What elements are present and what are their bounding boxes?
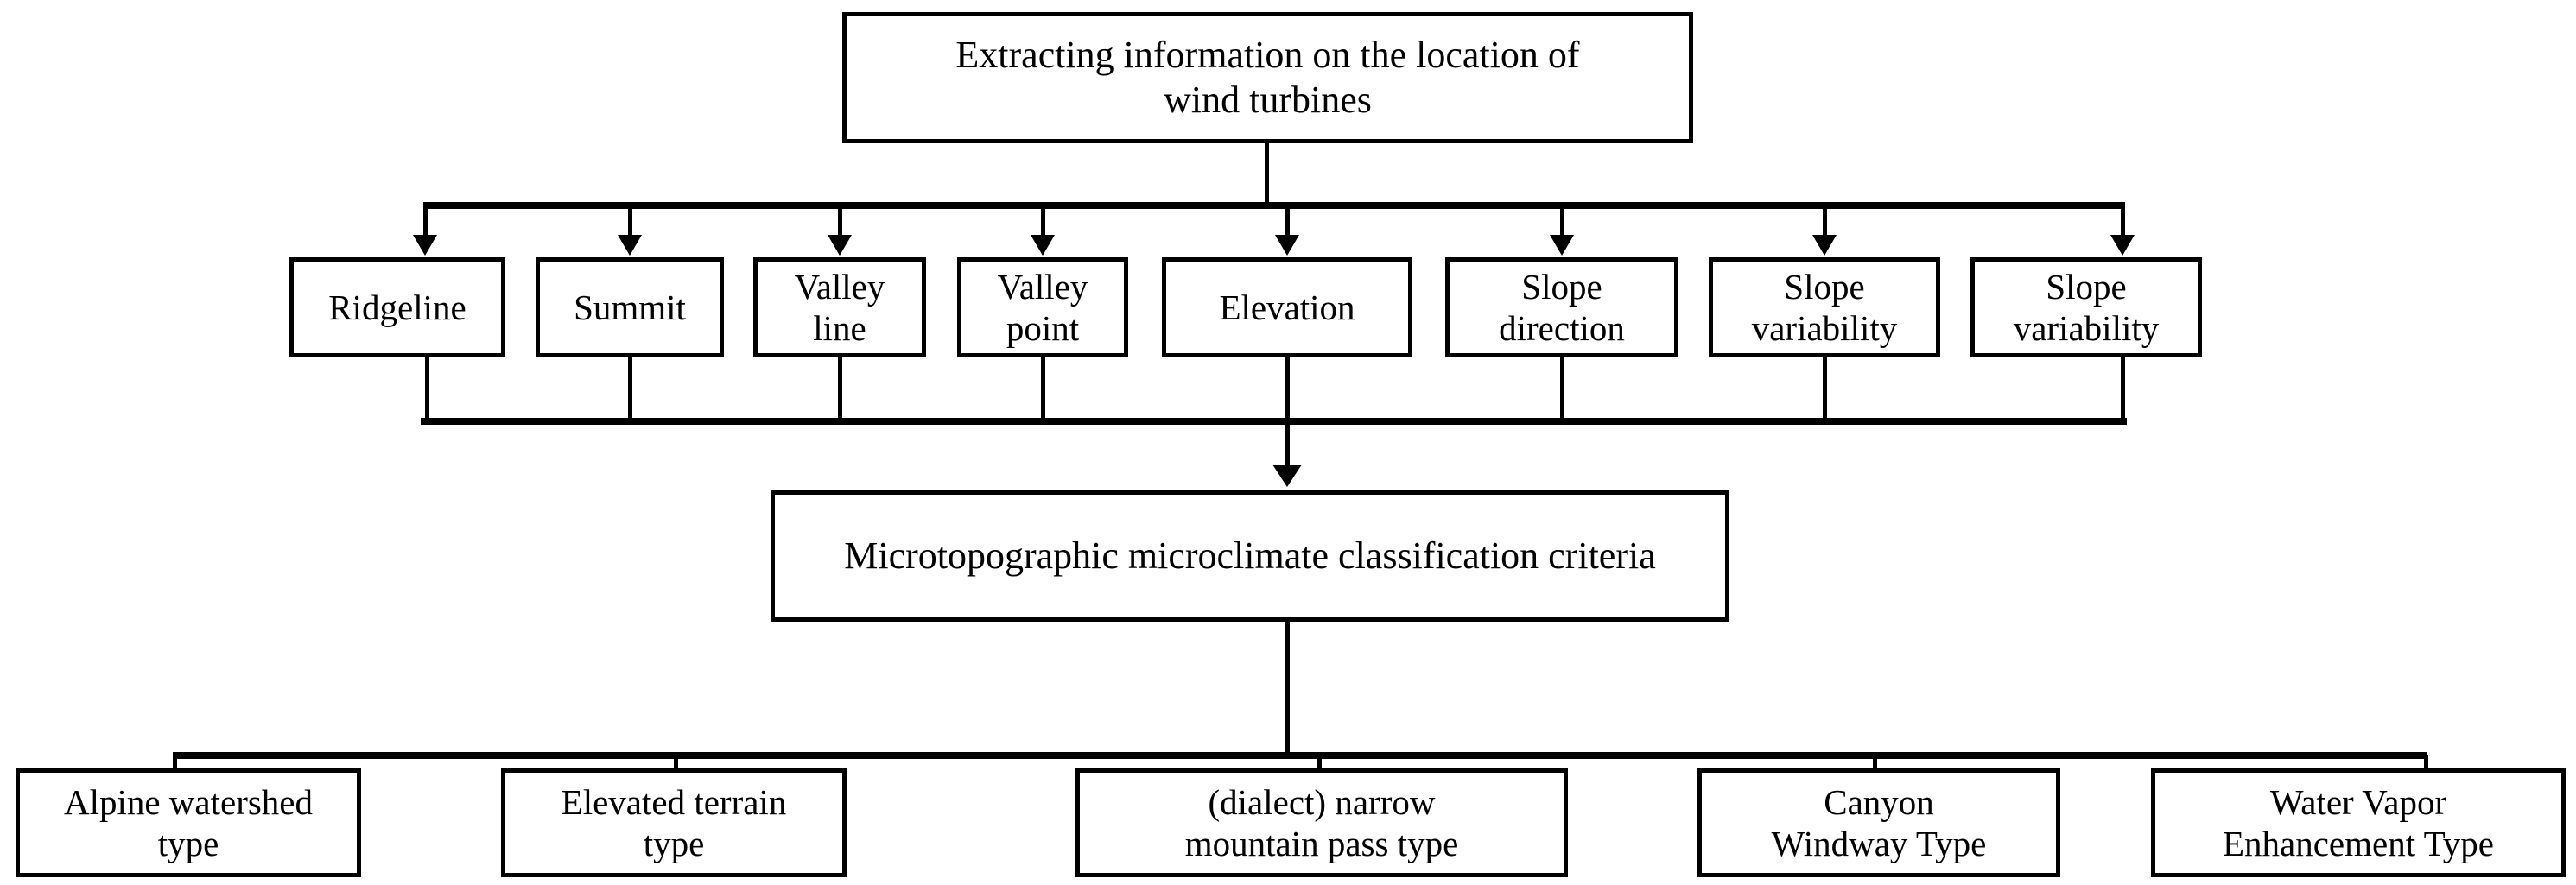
node-valley-point: Valley point [957,257,1128,357]
node-label: Slope direction [1499,266,1625,348]
connector-merge-to-criteria [1285,421,1290,466]
node-slope-variability-1: Slope variability [1709,257,1940,357]
connector-to-slope-variability-1 [1823,205,1827,237]
connector-from-valley-point [1041,356,1045,421]
connector-to-elevation [1285,205,1290,237]
connector-to-slope-direction [1560,205,1564,237]
connector-from-slope-direction [1560,356,1564,421]
connector-from-ridgeline [425,356,429,421]
node-label: Water Vapor Enhancement Type [2222,781,2494,863]
connector-criteria-stem [1285,622,1290,755]
connector-to-slope-variability-2 [2121,205,2125,237]
node-label: Microtopographic microclimate classifica… [844,534,1656,578]
node-label: Canyon Windway Type [1771,781,1987,863]
connector-to-valley-point [1041,205,1045,237]
node-label: Ridgeline [328,287,466,327]
node-valley-line: Valley line [753,257,926,357]
node-summit: Summit [536,257,724,357]
arrowhead-ridgeline [413,235,437,256]
node-label: (dialect) narrow mountain pass type [1184,781,1459,863]
node-label: Slope variability [1751,266,1898,348]
arrowhead-valley-line [828,235,852,256]
node-elevation: Elevation [1162,257,1412,357]
node-slope-variability-2: Slope variability [1970,257,2202,357]
node-label: Valley point [997,266,1088,348]
arrowhead-summit [618,235,642,256]
node-extract-wind-turbine-location: Extracting information on the location o… [842,12,1693,143]
distribution-bar-features [423,202,2125,209]
node-label: Alpine watershed type [63,781,314,863]
arrowhead-criteria [1272,465,1302,487]
connector-from-valley-line [838,356,842,421]
connector-from-slope-variability-1 [1823,356,1827,421]
node-label: Elevated terrain type [561,781,787,863]
node-elevated-terrain-type: Elevated terrain type [501,768,847,877]
arrowhead-slope-direction [1550,235,1574,256]
node-alpine-watershed-type: Alpine watershed type [16,768,361,877]
node-label: Slope variability [2013,266,2160,348]
node-slope-direction: Slope direction [1445,257,1678,357]
connector-to-summit [628,205,632,237]
connector-root-stem [1265,143,1269,205]
arrowhead-valley-point [1031,235,1055,256]
distribution-bar-types [173,752,2427,759]
connector-from-elevation [1285,356,1290,421]
connector-from-summit [628,356,632,421]
node-water-vapor-enhancement-type: Water Vapor Enhancement Type [2151,768,2566,877]
node-label: Extracting information on the location o… [955,34,1580,121]
connector-to-ridgeline [423,205,428,237]
node-canyon-windway-type: Canyon Windway Type [1697,768,2060,877]
arrowhead-slope-variability-1 [1812,235,1837,256]
node-label: Valley line [794,266,885,348]
connector-from-slope-variability-2 [2121,356,2125,421]
arrowhead-slope-variability-2 [2110,235,2135,256]
node-microtopographic-criteria: Microtopographic microclimate classifica… [771,490,1729,622]
connector-to-valley-line [838,205,842,237]
arrowhead-elevation [1275,235,1299,256]
node-label: Elevation [1219,287,1355,327]
merge-bar-criteria [421,418,2127,425]
node-narrow-mountain-pass-type: (dialect) narrow mountain pass type [1075,768,1568,877]
node-label: Summit [574,287,686,327]
node-ridgeline: Ridgeline [289,257,505,357]
